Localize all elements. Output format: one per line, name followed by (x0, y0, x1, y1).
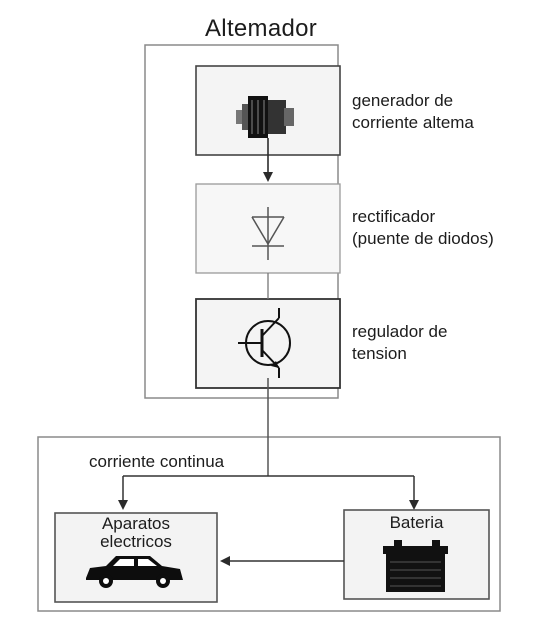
circuit-frame (37, 436, 501, 612)
rectifier-label-line2: (puente de diodos) (352, 229, 494, 248)
transistor-icon (238, 308, 291, 378)
generator-label-line1: generador de (352, 91, 454, 110)
regulator-box (195, 298, 341, 389)
alternator-icon (236, 96, 294, 138)
car-icon (86, 556, 183, 588)
diagram-title: Altemador (205, 15, 318, 42)
devices-label-line2: electricos (100, 532, 172, 551)
regulator-label-line2: tension (352, 344, 407, 363)
diode-icon (251, 207, 285, 260)
output-label: corriente continua (89, 452, 225, 471)
battery-icon (383, 540, 448, 592)
battery-label: Bateria (389, 513, 444, 532)
regulator-label-line1: regulador de (352, 322, 448, 341)
rectifier-label-line1: rectificador (352, 207, 436, 226)
devices-label-line1: Aparatos (101, 514, 171, 533)
generator-label-line2: corriente altema (352, 113, 474, 132)
